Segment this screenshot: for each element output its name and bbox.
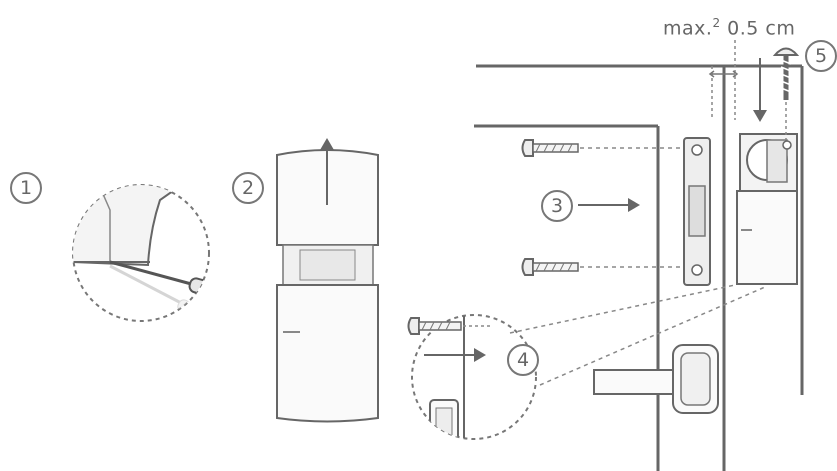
step-number-1: 1	[10, 172, 42, 204]
sensor-on-frame	[736, 133, 798, 285]
door-frame	[474, 40, 804, 471]
step-number-5: 5	[805, 40, 837, 72]
magnet-part	[683, 137, 711, 286]
step-number-2: 2	[232, 172, 264, 204]
housing-base	[276, 284, 379, 423]
gap-superscript: 2	[712, 16, 721, 30]
gap-limit-label: max.2 0.5 cm	[663, 16, 795, 39]
step2-sensor-housing	[276, 138, 379, 423]
step-number-3: 3	[541, 190, 573, 222]
step5-screw	[753, 47, 800, 140]
step-number-4: 4	[507, 344, 539, 376]
screwdriver-handle	[188, 277, 209, 302]
screwdriver-shaft	[109, 260, 196, 287]
gap-dimension	[708, 70, 739, 78]
gap-value: 0.5 cm	[727, 17, 796, 40]
step3-screws	[521, 139, 684, 276]
gap-prefix: max.	[663, 17, 713, 40]
step4-magnifier	[407, 284, 766, 440]
door-handle	[593, 344, 719, 414]
step1-zoom-circle	[72, 184, 210, 322]
